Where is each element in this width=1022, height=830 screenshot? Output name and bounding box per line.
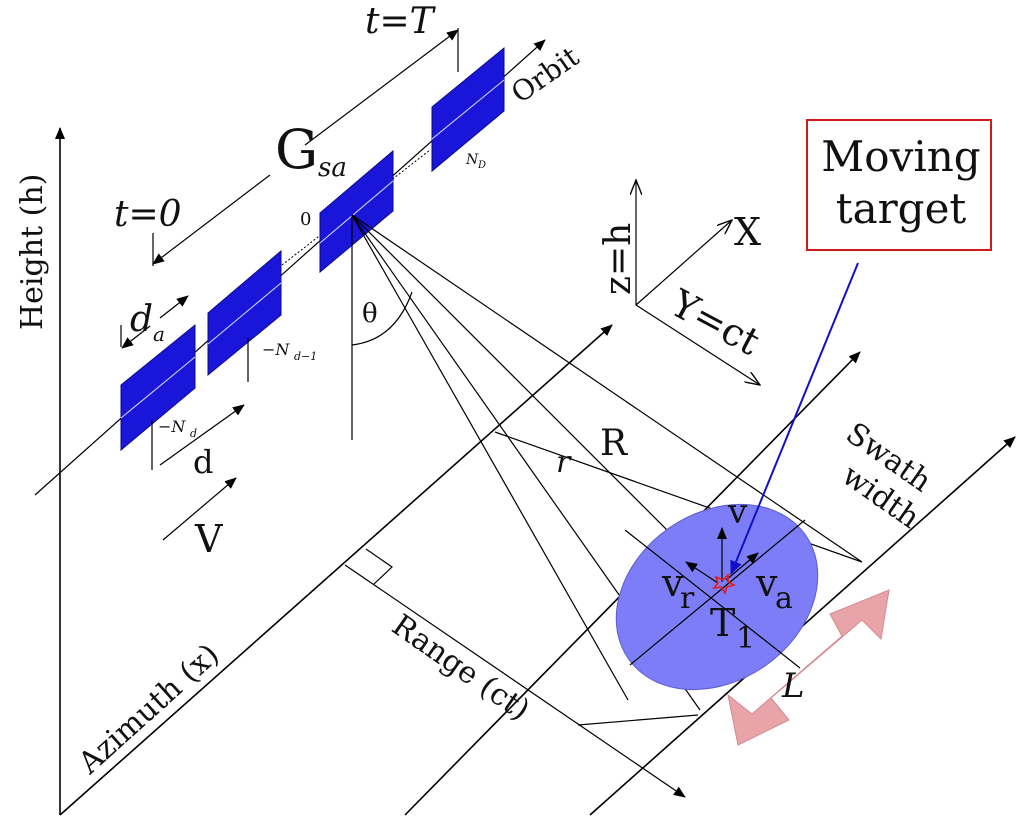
slant-range-r-label: r	[556, 445, 572, 480]
azimuth-axis	[59, 324, 613, 816]
da-arrow-2	[121, 325, 151, 349]
t-start-label: t=0	[114, 194, 182, 235]
range-label: Range (ct)	[385, 608, 536, 728]
coord-y-axis	[635, 304, 760, 385]
vr-subscript: r	[680, 581, 695, 616]
beam-line-R	[351, 214, 723, 586]
antenna-panel-0	[319, 149, 394, 274]
ground-cross-2	[577, 714, 699, 726]
right-angle-marker	[365, 548, 393, 585]
d-label: d	[193, 443, 213, 481]
slant-range-R-label: R	[600, 423, 628, 464]
vr-label: v	[661, 561, 684, 605]
gsa-dimension-arrow-up	[304, 29, 459, 146]
ellipse-axis-range	[624, 529, 801, 669]
nd-label: −N	[158, 417, 186, 436]
nD-subscript: D	[477, 160, 486, 171]
antenna-panel-nd	[120, 323, 196, 452]
callout-pointer-arrow	[730, 262, 859, 575]
y-axis-label: Y=ct	[663, 281, 767, 364]
da-label: d	[130, 299, 153, 340]
target-T1-label: T	[710, 601, 735, 645]
coord-x-axis	[635, 220, 732, 306]
nd-subscript: d	[190, 427, 197, 440]
gsa-dimension-arrow-down	[152, 174, 271, 265]
beam-line-4	[351, 214, 629, 701]
velocity-arrow	[162, 477, 237, 541]
zero-label: 0	[300, 209, 311, 230]
target-velocity-vr	[685, 561, 719, 584]
gsa-subscript: sa	[318, 153, 347, 183]
antenna-panel-nd-minus-1	[207, 249, 282, 377]
target-T1-subscript: 1	[736, 621, 755, 656]
da-subscript: a	[153, 322, 165, 346]
moving-target-callout: Moving target	[806, 119, 992, 251]
callout-line-2: target	[835, 184, 967, 233]
va-subscript: a	[775, 581, 793, 616]
target-velocity-va	[725, 552, 759, 581]
antenna-panel-nD	[431, 46, 505, 173]
velocity-label: V	[194, 517, 223, 561]
height-label: Height (h)	[15, 174, 50, 330]
nD-label: N	[465, 152, 479, 168]
d-arrow	[159, 404, 245, 466]
ground-line-swath	[344, 564, 686, 798]
callout-line-1: Moving	[821, 132, 981, 181]
beam-line-1	[351, 214, 863, 563]
t-end-label: t=T	[365, 1, 437, 42]
azimuth-label: Azimuth (x)	[71, 637, 226, 781]
moving-target-marker	[712, 573, 737, 595]
gsa-label: G	[275, 118, 318, 181]
theta-label: θ	[362, 299, 378, 329]
va-label: v	[755, 561, 778, 605]
moving-target-callout-text: Moving target	[808, 131, 994, 235]
theta-arc	[351, 291, 413, 346]
da-arrow-1	[159, 295, 189, 319]
target-velocity-v-label: v	[727, 492, 748, 532]
z-axis-label: z=h	[598, 223, 639, 295]
orbit-label: Orbit	[505, 40, 586, 110]
length-double-arrow	[727, 589, 890, 746]
ellipse-axis-azimuth	[629, 519, 806, 666]
nd1-subscript: d−1	[294, 350, 317, 363]
length-L-label: L	[781, 666, 805, 706]
x-axis-label: X	[734, 210, 761, 254]
nd1-label: −N	[262, 340, 290, 359]
